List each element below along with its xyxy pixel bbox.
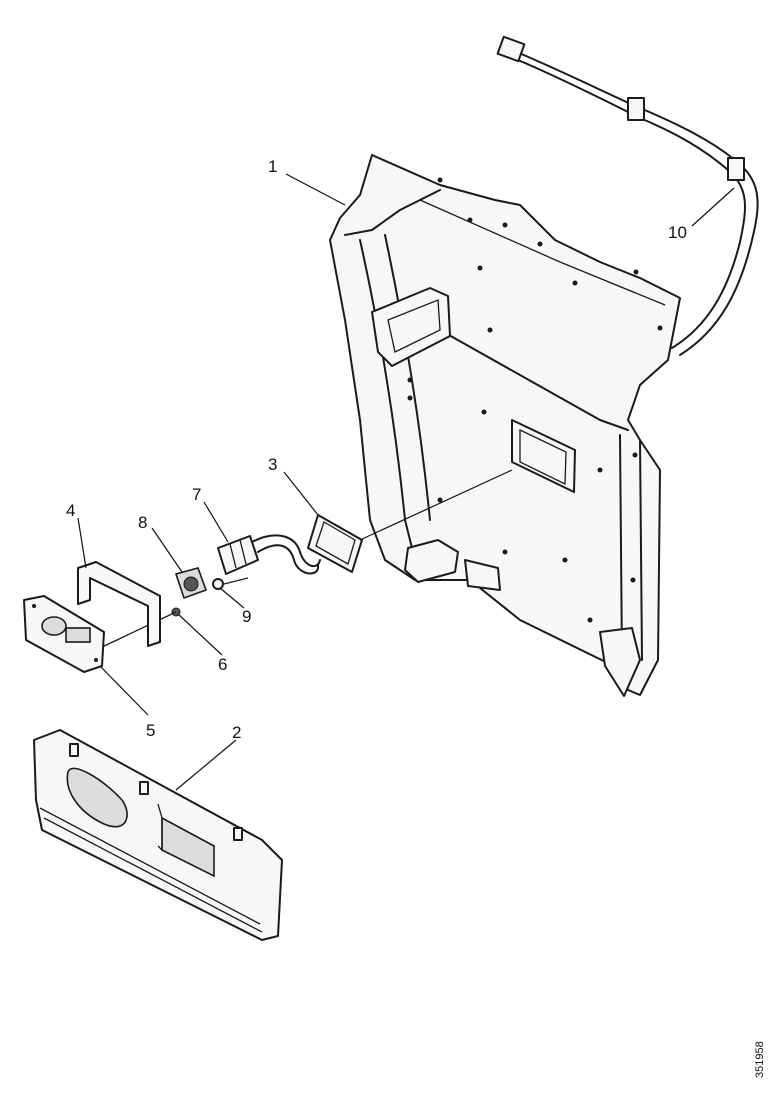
part-1-panel <box>329 154 681 697</box>
part-7-socket <box>217 534 321 575</box>
part-8-bulb-holder <box>174 567 208 600</box>
callout-3: 3 <box>268 455 277 474</box>
part-6-clip <box>99 607 181 649</box>
part-3-gasket <box>307 469 513 573</box>
part-10-hose <box>496 35 759 356</box>
callout-1: 1 <box>268 157 277 176</box>
callout-10: 10 <box>668 223 687 242</box>
callout-leaders <box>77 173 735 791</box>
callout-8: 8 <box>138 513 147 532</box>
part-4-bracket <box>77 561 161 647</box>
callout-9: 9 <box>242 607 251 626</box>
callout-numbers: 1 2 3 4 5 6 7 8 9 10 <box>66 157 687 742</box>
callout-5: 5 <box>146 721 155 740</box>
part-5-lens <box>23 595 105 673</box>
callout-2: 2 <box>232 723 241 742</box>
part-9-bulb <box>212 577 249 590</box>
part-2-front-panel <box>33 729 283 941</box>
callout-6: 6 <box>218 655 227 674</box>
callout-4: 4 <box>66 501 75 520</box>
callout-7: 7 <box>192 485 201 504</box>
figure-number: 351958 <box>754 1041 766 1078</box>
